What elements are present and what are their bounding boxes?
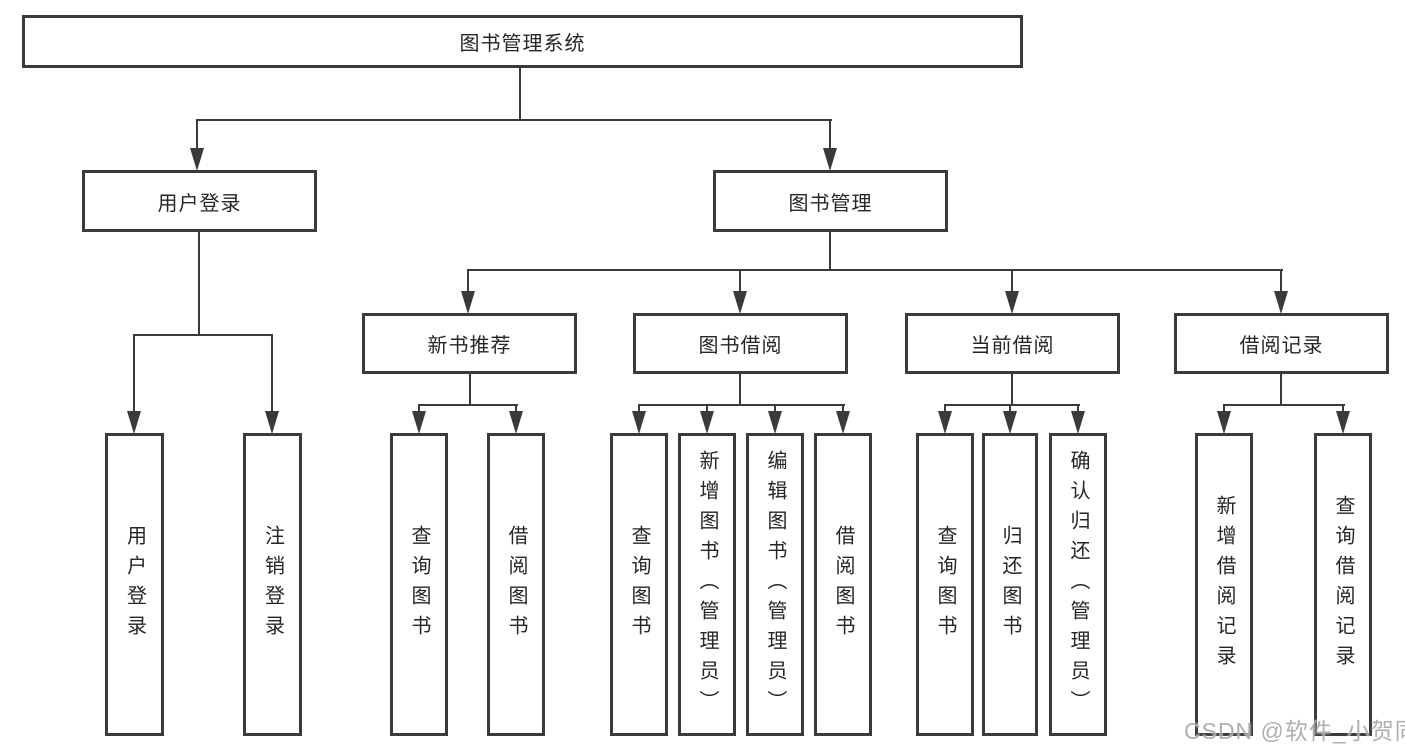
node-leaf-query-books-borrow: 查询图书: [610, 433, 668, 736]
node-new-book-recommendation: 新书推荐: [362, 313, 577, 374]
connector-line: [638, 404, 845, 406]
connector-line: [515, 404, 517, 416]
node-label: 图书管理系统: [459, 33, 586, 55]
connector-line: [1223, 404, 1225, 416]
node-label: 当前借阅: [970, 335, 1055, 357]
node-book-management: 图书管理: [713, 170, 948, 232]
connector-line: [1009, 404, 1011, 416]
arrowhead-down-icon: [823, 148, 837, 171]
connector-line: [638, 404, 640, 416]
node-leaf-query-books-recommend: 查询图书: [390, 433, 448, 736]
connector-line: [1342, 404, 1344, 416]
arrowhead-down-icon: [412, 411, 426, 434]
connector-line: [1011, 269, 1013, 293]
connector-line: [774, 404, 776, 416]
connector-line: [739, 374, 741, 406]
node-label: 新增借阅记录: [1213, 494, 1235, 675]
node-label: 用户登录: [157, 192, 242, 215]
node-label: 编辑图书（管理员）: [764, 449, 786, 720]
node-current-borrowing: 当前借阅: [905, 313, 1120, 374]
connector-line: [133, 334, 135, 414]
connector-line: [418, 404, 518, 406]
connector-line: [467, 269, 469, 293]
node-leaf-borrow-books-recommend: 借阅图书: [487, 433, 545, 736]
arrowhead-down-icon: [700, 411, 714, 434]
arrowhead-down-icon: [632, 411, 646, 434]
node-leaf-return-books: 归还图书: [982, 433, 1038, 736]
connector-line: [469, 374, 471, 406]
connector-line: [1280, 269, 1282, 293]
connector-line: [1223, 404, 1345, 406]
arrowhead-down-icon: [509, 411, 523, 434]
connector-line: [271, 334, 273, 414]
node-root-library-management-system: 图书管理系统: [22, 15, 1023, 68]
connector-line: [829, 119, 831, 150]
node-label: 查询借阅记录: [1332, 494, 1354, 675]
connector-line: [944, 404, 1080, 406]
node-label: 确认归还（管理员）: [1067, 449, 1089, 720]
connector-line: [829, 232, 831, 271]
node-leaf-logout: 注销登录: [243, 433, 302, 736]
node-leaf-edit-books-admin: 编辑图书（管理员）: [746, 433, 804, 736]
node-label: 归还图书: [999, 524, 1021, 645]
connector-line: [196, 119, 832, 121]
connector-line: [133, 334, 273, 336]
csdn-watermark: CSDN @软件_小贺同学: [1184, 718, 1405, 744]
connector-line: [1011, 374, 1013, 406]
connector-line: [1077, 404, 1079, 416]
arrowhead-down-icon: [127, 411, 141, 434]
arrowhead-down-icon: [1336, 411, 1350, 434]
node-label: 注销登录: [261, 524, 284, 645]
node-label: 用户登录: [123, 524, 146, 645]
node-label: 查询图书: [934, 524, 956, 645]
node-label: 新增图书（管理员）: [696, 449, 718, 720]
arrowhead-down-icon: [1005, 291, 1019, 314]
node-user-login: 用户登录: [82, 170, 317, 232]
node-leaf-add-books-admin: 新增图书（管理员）: [678, 433, 736, 736]
node-leaf-confirm-return-admin: 确认归还（管理员）: [1049, 433, 1107, 736]
node-leaf-borrow-books: 借阅图书: [814, 433, 872, 736]
node-leaf-add-borrow-record: 新增借阅记录: [1195, 433, 1253, 736]
arrowhead-down-icon: [190, 148, 204, 171]
connector-line: [198, 232, 200, 336]
arrowhead-down-icon: [768, 411, 782, 434]
connector-line: [944, 404, 946, 416]
arrowhead-down-icon: [265, 411, 279, 434]
node-label: 新书推荐: [427, 335, 512, 357]
node-book-borrowing: 图书借阅: [633, 313, 848, 374]
arrowhead-down-icon: [1071, 411, 1085, 434]
node-label: 图书管理: [788, 192, 873, 215]
connector-line: [467, 269, 1283, 271]
connector-line: [519, 68, 521, 121]
arrowhead-down-icon: [1217, 411, 1231, 434]
arrowhead-down-icon: [836, 411, 850, 434]
connector-line: [1280, 374, 1282, 406]
node-leaf-query-borrow-record: 查询借阅记录: [1314, 433, 1372, 736]
node-leaf-user-login: 用户登录: [105, 433, 164, 736]
node-label: 借阅图书: [832, 524, 854, 645]
connector-line: [739, 269, 741, 293]
node-label: 借阅记录: [1239, 335, 1324, 357]
arrowhead-down-icon: [1274, 291, 1288, 314]
node-label: 查询图书: [408, 524, 430, 645]
node-label: 借阅图书: [505, 524, 527, 645]
arrowhead-down-icon: [733, 291, 747, 314]
node-label: 查询图书: [628, 524, 650, 645]
connector-line: [196, 119, 198, 150]
connector-line: [418, 404, 420, 416]
arrowhead-down-icon: [461, 291, 475, 314]
node-label: 图书借阅: [698, 335, 783, 357]
arrowhead-down-icon: [938, 411, 952, 434]
arrowhead-down-icon: [1003, 411, 1017, 434]
node-leaf-query-books-current: 查询图书: [916, 433, 974, 736]
connector-line: [842, 404, 844, 416]
node-borrowing-records: 借阅记录: [1174, 313, 1389, 374]
connector-line: [706, 404, 708, 416]
